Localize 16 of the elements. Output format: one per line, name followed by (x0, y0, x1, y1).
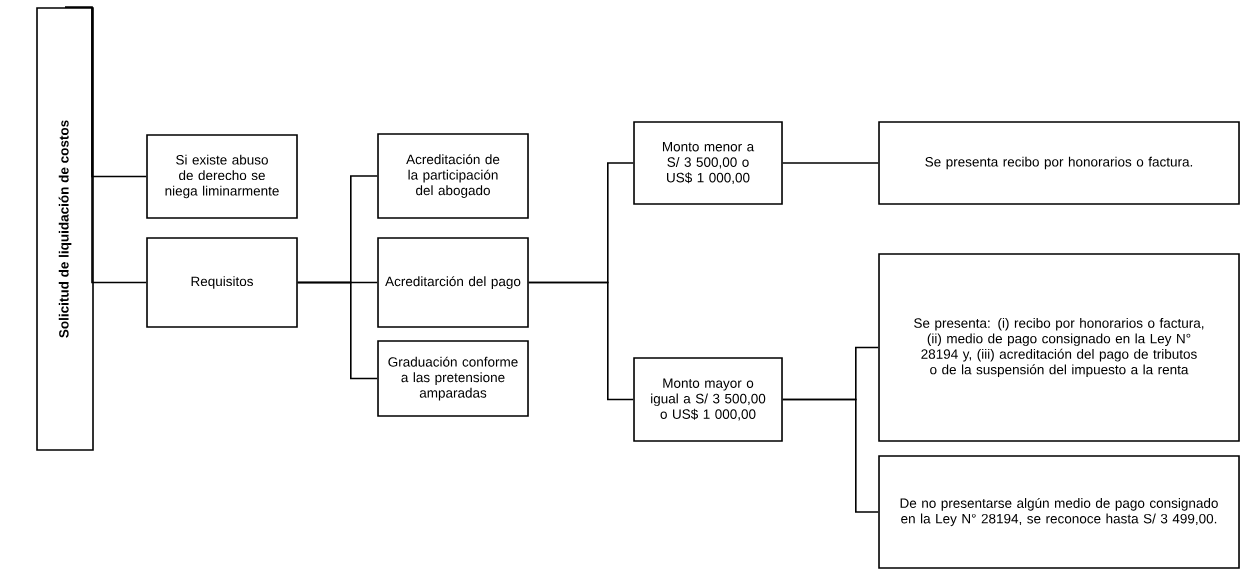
title-box: Solicitud de liquidación de costos (36, 7, 94, 451)
process-box: Se presenta: (i) recibo por honorarios o factura, (ii) medio de pago consignado en la Ley N° 28194 y, (iii) acreditación del pago de tributos o de la suspensión del impuesto a la renta (878, 253, 1240, 442)
connector-line (64, 6, 147, 284)
process-box: Si existe abuso de derecho se niega liminarmente (146, 134, 298, 219)
connector-line (528, 281, 634, 401)
connector-line (297, 281, 378, 380)
process-box: Se presenta recibo por honorarios o factura. (878, 121, 1240, 205)
connector-line (782, 398, 879, 513)
process-box: Acreditarción del pago (377, 237, 529, 328)
process-box: Requisitos (146, 237, 298, 328)
process-box: Graduación conforme a las pretensione amparadas (377, 340, 529, 417)
process-box: De no presentarse algún medio de pago consignado en la Ley N° 28194, se reconoce hasta S/ 3 499,00. (878, 455, 1240, 569)
process-box: Monto menor a S/ 3 500,00 o US$ 1 000,00 (633, 121, 783, 205)
connector-line (782, 162, 879, 164)
process-box: Acreditación de la participación del abogado (377, 133, 529, 219)
process-box: Monto mayor o igual a S/ 3 500,00 o US$ 1 000,00 (633, 357, 783, 442)
